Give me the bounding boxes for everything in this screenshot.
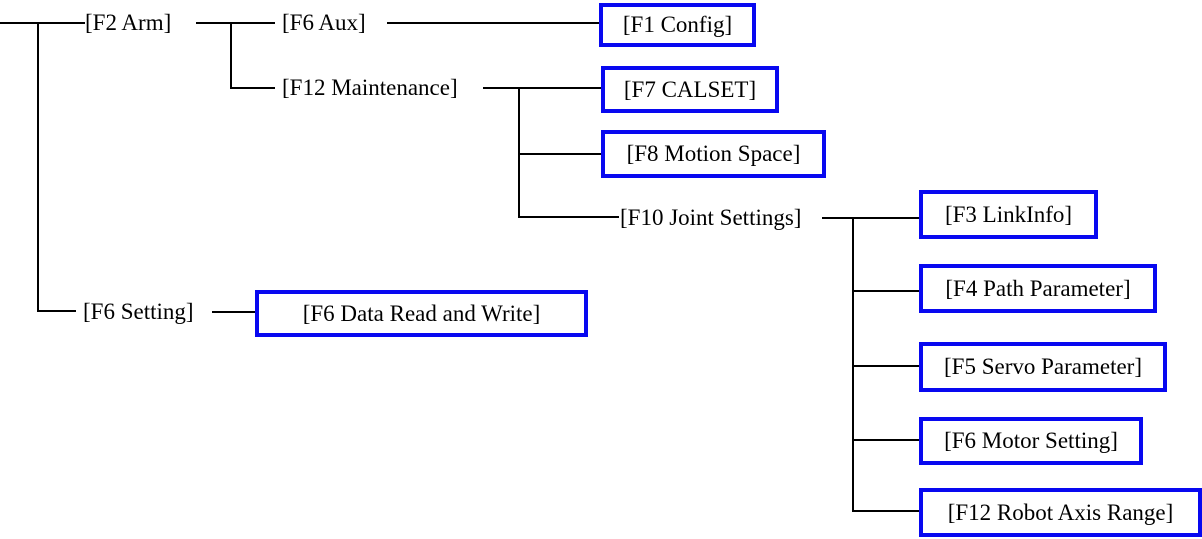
node-f2-arm: [F2 Arm]: [85, 10, 172, 35]
connector-line-f6-aux-to-f1-config: [387, 22, 599, 24]
connector-line-elbow-to-f12-robot-axis-range: [852, 510, 921, 512]
node-f3-linkinfo: [F3 LinkInfo]: [919, 190, 1098, 239]
node-f6-motor-setting: [F6 Motor Setting]: [919, 417, 1143, 465]
node-f6-setting: [F6 Setting]: [83, 299, 194, 324]
node-f8-motion-space: [F8 Motion Space]: [601, 130, 826, 178]
connector-line-elbow-to-f10-joint-settings: [518, 216, 619, 218]
node-f6-aux: [F6 Aux]: [282, 10, 366, 35]
node-f5-servo-parameter: [F5 Servo Parameter]: [919, 342, 1167, 392]
connector-line-to-f8-motion-space: [518, 153, 602, 155]
connector-trunk-root: [37, 22, 39, 312]
node-f12-maintenance: [F12 Maintenance]: [282, 75, 458, 100]
connector-line-elbow-to-f12-maintenance: [230, 87, 275, 89]
node-f10-joint-settings: [F10 Joint Settings]: [620, 205, 802, 230]
connector-line-to-f5-servo-parameter: [852, 365, 921, 367]
connector-line-f6-setting-to-f6-data-read-and-write: [212, 311, 257, 313]
node-f6-data-read-and-write: [F6 Data Read and Write]: [255, 290, 588, 337]
connector-line-to-f4-path-parameter: [852, 290, 921, 292]
connector-trunk-f2-arm-children: [230, 22, 232, 89]
node-f7-calset: [F7 CALSET]: [601, 66, 779, 113]
connector-trunk-f10-joint-settings-children: [852, 217, 854, 512]
connector-line-to-f6-motor-setting: [852, 439, 921, 441]
connector-line-elbow-to-f6-setting: [37, 310, 76, 312]
connector-line-root-to-f2-arm: [0, 22, 85, 24]
connector-line-f10-joint-settings-to-f3-linkinfo: [822, 217, 921, 219]
connector-line-f2-arm-to-branch: [196, 22, 275, 24]
connector-line-f12-maintenance-to-f7-calset: [483, 87, 602, 89]
node-f12-robot-axis-range: [F12 Robot Axis Range]: [919, 488, 1202, 537]
connector-trunk-f12-maintenance-children: [518, 87, 520, 218]
node-f4-path-parameter: [F4 Path Parameter]: [919, 264, 1157, 313]
node-f1-config: [F1 Config]: [599, 3, 756, 47]
